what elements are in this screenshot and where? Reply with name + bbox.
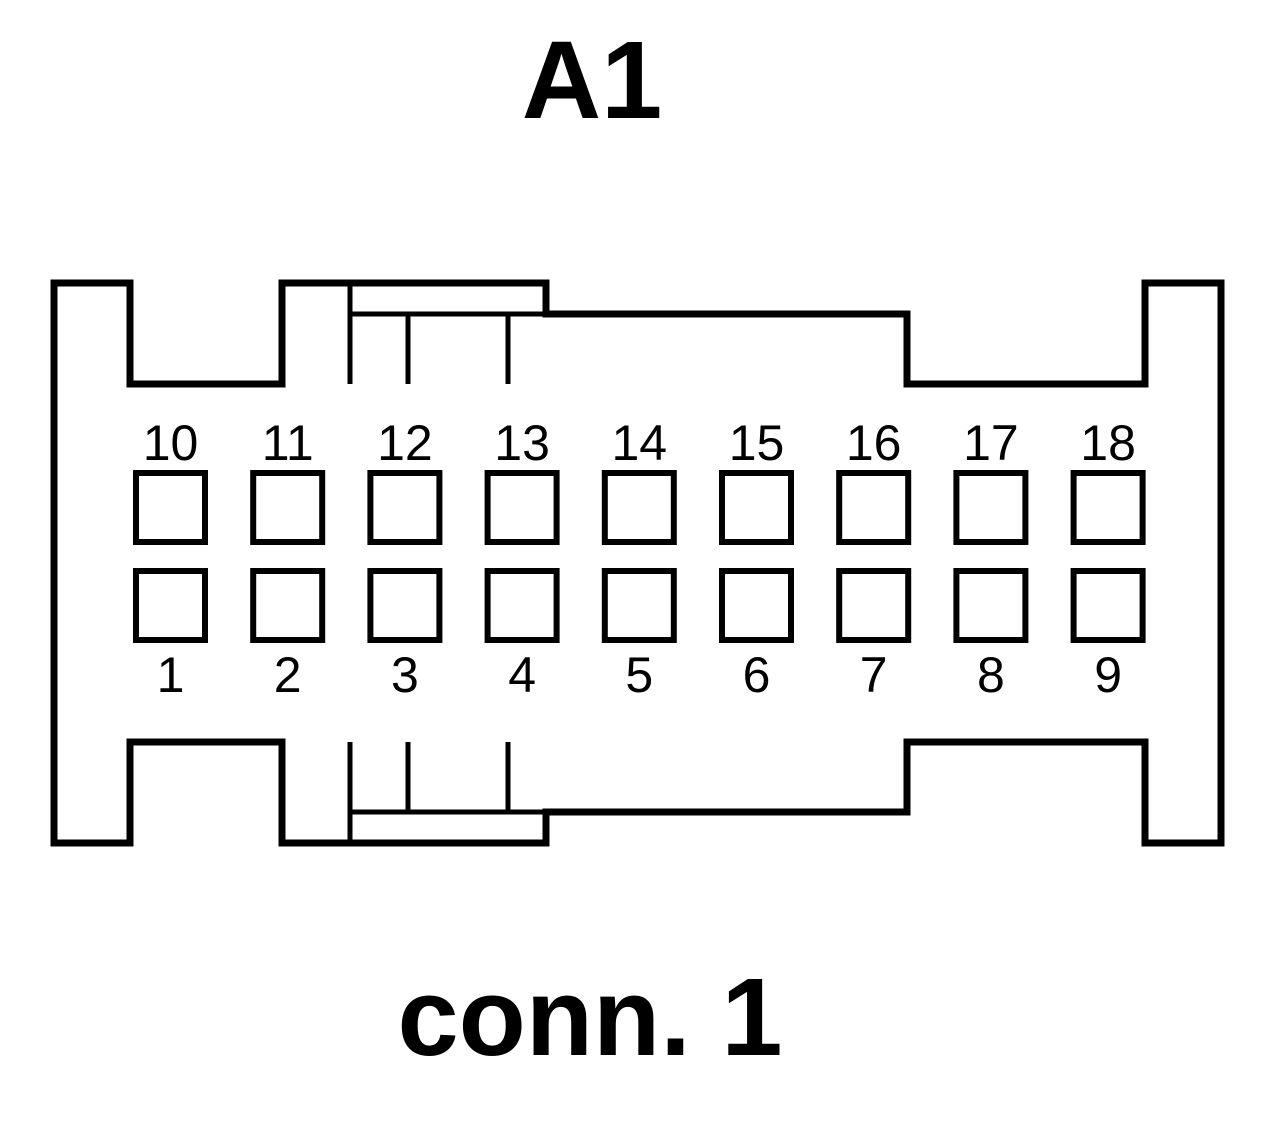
pin-cavity-6 xyxy=(719,568,794,643)
pin-cavity-5 xyxy=(601,568,677,643)
top-latch-detail xyxy=(347,283,546,384)
pin-number-14: 14 xyxy=(611,415,667,471)
pin-number-1: 1 xyxy=(157,647,185,703)
pin-number-15: 15 xyxy=(729,415,785,471)
pin-number-8: 8 xyxy=(977,647,1005,703)
pin-cavity-11 xyxy=(250,470,326,545)
pin-cavity-1 xyxy=(133,568,208,643)
pin-cavity-13 xyxy=(484,470,560,545)
pin-number-10: 10 xyxy=(143,415,199,471)
pin-cavity-10 xyxy=(133,470,208,545)
pin-number-4: 4 xyxy=(508,647,536,703)
pin-cavity-7 xyxy=(836,568,912,643)
pin-cavity-15 xyxy=(719,470,794,545)
pin-cavity-2 xyxy=(250,568,326,643)
pin-number-2: 2 xyxy=(274,647,302,703)
pin-number-9: 9 xyxy=(1094,647,1122,703)
pin-cavity-17 xyxy=(953,470,1029,545)
pin-cavity-3 xyxy=(367,568,443,643)
pin-cavity-16 xyxy=(836,470,912,545)
pin-number-6: 6 xyxy=(743,647,771,703)
pin-cavity-9 xyxy=(1070,568,1146,643)
pin-number-7: 7 xyxy=(860,647,888,703)
connector-housing-outline xyxy=(50,279,1225,847)
pin-number-12: 12 xyxy=(377,415,433,471)
pin-cavity-8 xyxy=(953,568,1029,643)
pin-number-13: 13 xyxy=(494,415,550,471)
bottom-latch-detail xyxy=(347,742,546,843)
connector-label: conn. 1 xyxy=(397,956,782,1079)
pin-number-16: 16 xyxy=(846,415,902,471)
pin-cavity-4 xyxy=(484,568,560,643)
pin-cavity-12 xyxy=(367,470,443,545)
pin-number-3: 3 xyxy=(391,647,419,703)
pin-number-5: 5 xyxy=(625,647,653,703)
pin-number-11: 11 xyxy=(262,415,314,471)
pin-row-bottom: 1 2 3 4 5 6 7 8 9 xyxy=(133,568,1146,703)
pin-cavity-14 xyxy=(601,470,677,545)
pin-row-top: 10 11 12 13 14 15 16 17 18 xyxy=(133,415,1146,545)
component-label: A1 xyxy=(522,19,663,142)
pin-number-18: 18 xyxy=(1080,415,1136,471)
pin-number-17: 17 xyxy=(963,415,1019,471)
pin-cavity-18 xyxy=(1070,470,1146,545)
